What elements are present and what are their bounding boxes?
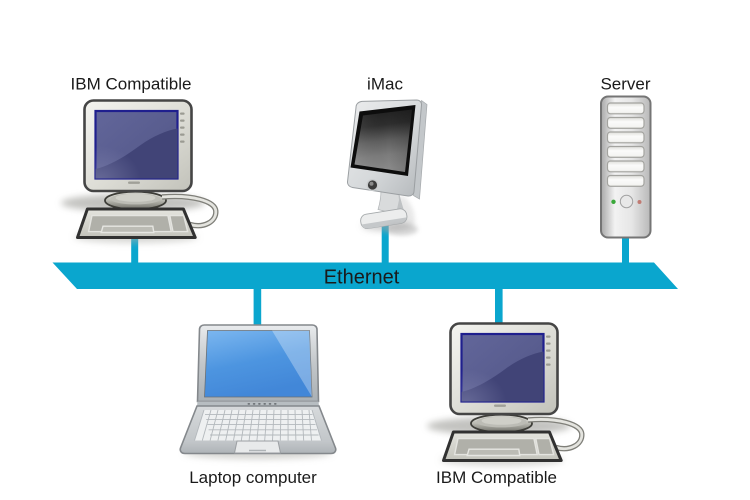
svg-text:IBM Compatible: IBM Compatible [436, 468, 557, 487]
svg-text:Server: Server [600, 75, 650, 94]
svg-text:Laptop computer: Laptop computer [189, 468, 317, 487]
svg-text:Ethernet: Ethernet [324, 267, 400, 289]
svg-text:iMac: iMac [367, 75, 403, 94]
svg-text:IBM Compatible: IBM Compatible [71, 75, 192, 94]
